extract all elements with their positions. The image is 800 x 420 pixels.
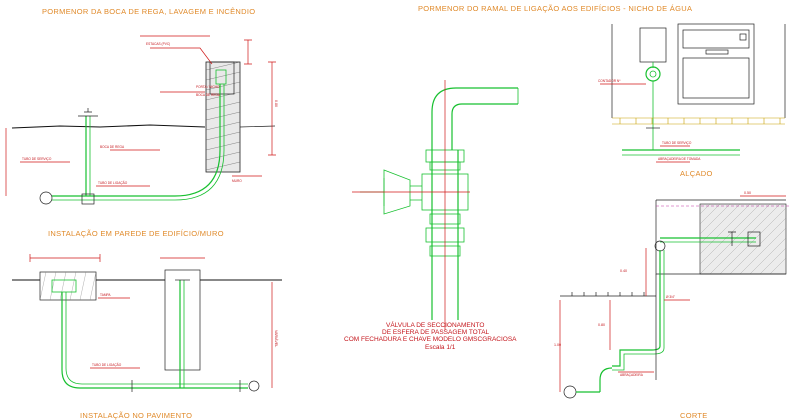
title-parede: INSTALAÇÃO EM PAREDE DE EDIFÍCIO/MURO <box>48 229 224 238</box>
svg-text:ABRAÇADEIRA: ABRAÇADEIRA <box>620 373 644 377</box>
svg-text:TUBO DE LIGAÇÃO: TUBO DE LIGAÇÃO <box>98 180 128 185</box>
title-ramal: PORMENOR DO RAMAL DE LIGAÇÃO AOS EDIFÍCI… <box>418 4 692 13</box>
svg-text:0.80: 0.80 <box>598 323 605 327</box>
detail-ball-valve <box>352 80 519 330</box>
title-pavimento: INSTALAÇÃO NO PAVIMENTO <box>80 411 192 420</box>
valve-caption-scale: Escala 1/1 <box>425 344 456 351</box>
svg-text:BOCA DE REGA: BOCA DE REGA <box>196 93 221 97</box>
svg-text:ESTACAS (PVC): ESTACAS (PVC) <box>146 42 170 46</box>
svg-text:TUBO DE SERVIÇO: TUBO DE SERVIÇO <box>662 141 692 145</box>
detail-wall-installation: ESTACAS (PVC) PORTA / NICHO BOCA DE REGA… <box>5 35 278 205</box>
svg-text:1.00: 1.00 <box>554 343 561 347</box>
title-alcado: ALÇADO <box>680 169 713 178</box>
detail-alcado: CONTADOR Nº TUBO DE SERVIÇO ABRAÇADEIRA … <box>598 23 786 163</box>
svg-text:TUBO DE LIGAÇÃO: TUBO DE LIGAÇÃO <box>92 362 122 367</box>
svg-text:0.80: 0.80 <box>274 100 278 107</box>
svg-text:Ø 3/4": Ø 3/4" <box>666 295 675 299</box>
title-corte: CORTE <box>680 411 708 420</box>
valve-caption-line1: VÁLVULA DE SECCIONAMENTO <box>386 320 484 329</box>
svg-text:0.50: 0.50 <box>744 191 751 195</box>
svg-text:0.40: 0.40 <box>620 269 627 273</box>
svg-text:VARIÁVEL: VARIÁVEL <box>274 330 278 347</box>
svg-text:TUBO DE SERVIÇO: TUBO DE SERVIÇO <box>22 157 52 161</box>
title-boca-rega: PORMENOR DA BOCA DE REGA, LAVAGEM E INCÊ… <box>42 7 255 16</box>
svg-text:PORTA / NICHO: PORTA / NICHO <box>196 85 220 89</box>
detail-pavement-installation: TAMPA TUBO DE LIGAÇÃO VARIÁVEL <box>12 254 282 392</box>
valve-caption-line2: DE ESFERA DE PASSAGEM TOTAL <box>382 329 490 336</box>
svg-text:TAMPA: TAMPA <box>100 293 111 297</box>
detail-corte: 0.50 0.40 0.80 1.00 Ø 3/4" ABRAÇADEIRA <box>554 191 790 399</box>
valve-caption-line3: COM FECHADURA E CHAVE MODELO GMSCGRACIOS… <box>344 336 517 343</box>
svg-text:BOCA DE REGA: BOCA DE REGA <box>100 145 125 149</box>
svg-text:MURO: MURO <box>232 179 242 183</box>
svg-text:CONTADOR Nº: CONTADOR Nº <box>598 79 621 83</box>
svg-text:ABRAÇADEIRA DE TOMADA: ABRAÇADEIRA DE TOMADA <box>658 157 701 161</box>
